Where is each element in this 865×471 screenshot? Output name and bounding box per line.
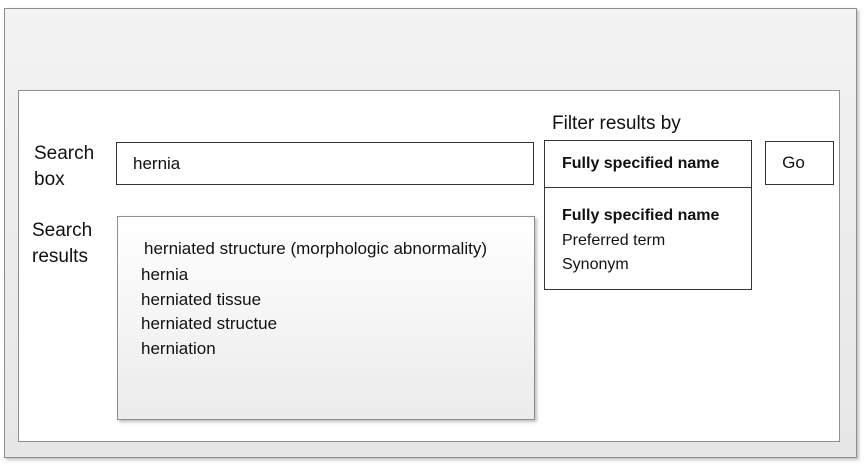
filter-option-fully-specified-name[interactable]: Fully specified name — [562, 207, 720, 224]
list-item[interactable]: herniation — [141, 338, 216, 358]
go-button[interactable]: Go — [765, 141, 834, 185]
search-results-label: Search results — [32, 220, 93, 267]
filter-option-synonym[interactable]: Synonym — [562, 256, 629, 273]
filter-options-list: Fully specified name Preferred term Syno… — [544, 187, 752, 290]
result-items: hernia herniated tissue herniated struct… — [141, 263, 277, 361]
filter-select[interactable]: Fully specified name — [544, 140, 752, 188]
list-item[interactable]: herniated structure (morphologic abnorma… — [144, 239, 487, 258]
list-item[interactable]: hernia — [141, 265, 189, 284]
filter-option-preferred-term[interactable]: Preferred term — [562, 231, 666, 249]
filter-label: Filter results by — [552, 113, 681, 134]
search-input[interactable]: hernia — [116, 142, 534, 185]
list-item[interactable]: herniated structue — [141, 314, 278, 333]
search-box-label: Search box — [34, 143, 95, 190]
list-item[interactable]: herniated tissue — [141, 289, 262, 309]
search-results-list[interactable]: herniated structure (morphologic abnorma… — [117, 216, 535, 420]
